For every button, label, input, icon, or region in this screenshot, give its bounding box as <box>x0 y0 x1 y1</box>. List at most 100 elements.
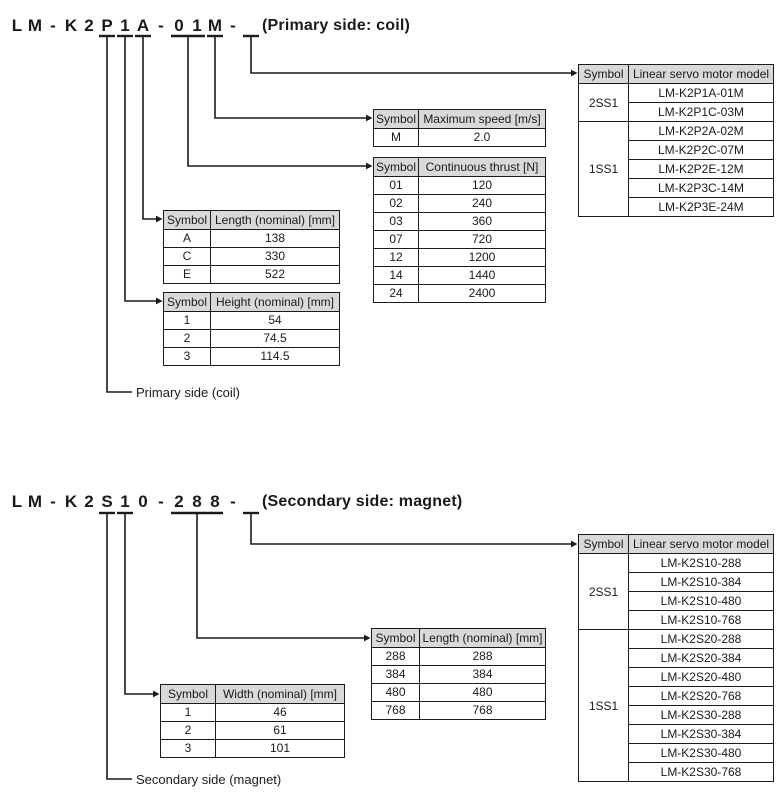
table-row: LM-K2S10-768 <box>579 610 774 630</box>
symbol-cell: 768 <box>371 701 420 720</box>
code-char-S: S <box>101 492 113 511</box>
symbol-cell: 1 <box>160 703 216 722</box>
model-cell: LM-K2S10-480 <box>628 591 774 611</box>
symbol-cell: 480 <box>371 683 420 702</box>
column-header: Symbol <box>578 64 629 84</box>
table-row: LM-K2S20-768 <box>579 686 774 706</box>
arrowhead-primary-speed <box>366 114 373 122</box>
arrowhead-primary-thrust <box>366 162 373 170</box>
model-cell: LM-K2S10-768 <box>628 610 774 630</box>
code-char-8: 8 <box>210 492 220 511</box>
code-char-2: 2 <box>84 16 94 35</box>
value-cell: 720 <box>418 230 546 249</box>
symbol-group-cell: 2SS1 <box>578 83 629 122</box>
column-header: Linear servo motor model <box>628 534 774 554</box>
code-char--: - <box>50 492 56 511</box>
model-cell: LM-K2S30-480 <box>628 743 774 763</box>
symbol-cell: M <box>373 128 419 147</box>
code-char--: - <box>158 492 164 511</box>
symbol-cell: 2 <box>160 721 216 740</box>
value-cell: 61 <box>215 721 345 740</box>
code-char-blank <box>242 16 260 36</box>
model-cell: LM-K2P1C-03M <box>628 102 774 122</box>
value-cell: 1200 <box>418 248 546 267</box>
table-row: LM-K2S30-480 <box>579 743 774 763</box>
model-cell: LM-K2P3E-24M <box>628 197 774 217</box>
model-cell: LM-K2P2E-12M <box>628 159 774 179</box>
symbol-cell: E <box>163 265 211 284</box>
symbol-cell: 12 <box>373 248 419 267</box>
column-header: Width (nominal) [mm] <box>215 684 345 704</box>
code-char-M: M <box>27 16 43 35</box>
model-cell: LM-K2P1A-01M <box>628 83 774 103</box>
table-row: LM-K2S10-384 <box>579 572 774 592</box>
symbol-cell: 2 <box>163 329 211 348</box>
code-char-2: 2 <box>174 492 184 511</box>
symbol-cell: 24 <box>373 284 419 303</box>
code-char-2: 2 <box>84 492 94 511</box>
column-header: Length (nominal) [mm] <box>419 628 546 648</box>
value-cell: 2400 <box>418 284 546 303</box>
column-header: Linear servo motor model <box>628 64 774 84</box>
code-char-L: L <box>11 492 23 511</box>
column-header: Continuous thrust [N] <box>418 157 546 177</box>
symbol-group-cell: 2SS1 <box>578 553 629 630</box>
column-header: Maximum speed [m/s] <box>418 109 546 129</box>
arrowhead-primary-model <box>571 69 578 77</box>
column-header: Length (nominal) [mm] <box>210 210 340 230</box>
symbol-cell: 3 <box>163 347 211 366</box>
column-header: Symbol <box>163 292 211 312</box>
symbol-cell: C <box>163 247 211 266</box>
leader-primary-speed-table <box>214 37 366 119</box>
model-cell: LM-K2S30-768 <box>628 762 774 782</box>
code-char-K: K <box>64 16 78 35</box>
primary-side-label: Primary side (coil) <box>136 385 241 400</box>
value-cell: 288 <box>419 647 546 666</box>
table-row: LM-K2S30-384 <box>579 724 774 744</box>
arrowhead-secondary-model <box>571 540 578 548</box>
code-char--: - <box>50 16 56 35</box>
secondary-title-suffix: (Secondary side: magnet) <box>262 493 463 510</box>
table-row: LM-K2P3E-24M <box>579 197 774 217</box>
code-char-A: A <box>136 16 150 35</box>
value-cell: 360 <box>418 212 546 231</box>
arrowhead-secondary-length <box>364 634 371 642</box>
value-cell: 330 <box>210 247 340 266</box>
leader-secondary-length-table <box>196 514 364 639</box>
table-row: LM-K2S30-288 <box>579 705 774 725</box>
code-char-0: 0 <box>138 492 148 511</box>
value-cell: 522 <box>210 265 340 284</box>
leader-primary-height-table <box>124 37 156 302</box>
column-header: Symbol <box>163 210 211 230</box>
code-char--: - <box>158 16 164 35</box>
